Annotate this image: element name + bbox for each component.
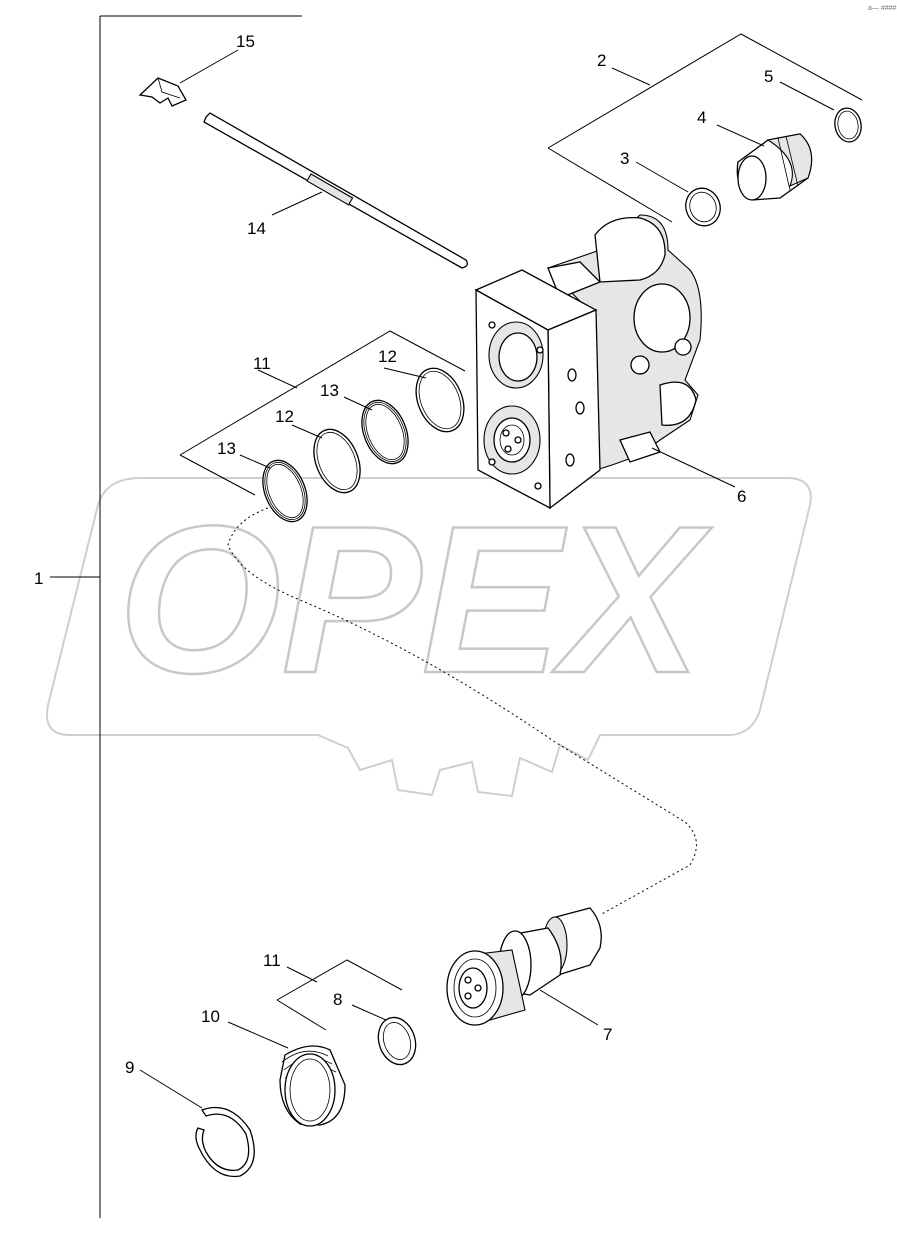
bracket-group-11-lower: [276, 959, 403, 1031]
callout-8: 8: [333, 990, 342, 1009]
callout-4: 4: [697, 108, 706, 127]
fitting-4: [716, 124, 813, 201]
callout-6: 6: [737, 487, 746, 506]
assembly-path-dotted: [227, 507, 697, 916]
callout-12-upper: 12: [378, 347, 397, 366]
backup-ring-13-lower: [239, 454, 308, 523]
callout-7: 7: [603, 1025, 612, 1044]
spring-10: [227, 1021, 346, 1127]
rod-part: [203, 112, 468, 269]
corner-code: a— ####: [868, 5, 897, 12]
callout-15: 15: [236, 32, 255, 51]
callout-2: 2: [597, 51, 606, 70]
callout-1: 1: [34, 569, 43, 588]
bracket-group-11-upper: [179, 330, 466, 496]
watermark-text: OPEX: [118, 482, 712, 717]
callout-13-upper: 13: [320, 381, 339, 400]
assembly-bracket: [50, 15, 302, 1218]
callout-9: 9: [125, 1058, 134, 1077]
bracket-group-2: [547, 33, 863, 223]
callout-3: 3: [620, 149, 629, 168]
callout-labels: 1 2 3 4 5 6 7 8 9 10 11 11 12 12 13 13 1…: [34, 32, 773, 1077]
snap-ring-9: [139, 1069, 255, 1178]
callout-11-upper: 11: [253, 354, 271, 373]
callout-13-lower: 13: [217, 439, 236, 458]
callout-12-lower: 12: [275, 407, 294, 426]
callout-10: 10: [201, 1007, 220, 1026]
clip-part: [138, 49, 239, 107]
o-ring-5: [779, 81, 862, 143]
backup-ring-13-upper: [343, 396, 409, 465]
o-ring-3: [635, 161, 721, 227]
valve-body-6: [474, 214, 736, 510]
callout-5: 5: [764, 67, 773, 86]
cartridge-7: [446, 907, 602, 1026]
o-ring-12-lower: [291, 424, 361, 494]
watermark-logo: OPEX: [46, 477, 812, 798]
o-ring-12-upper: [383, 367, 465, 433]
washer-8: [351, 1004, 417, 1066]
callout-11-lower: 11: [263, 951, 281, 970]
callout-14: 14: [247, 219, 266, 238]
